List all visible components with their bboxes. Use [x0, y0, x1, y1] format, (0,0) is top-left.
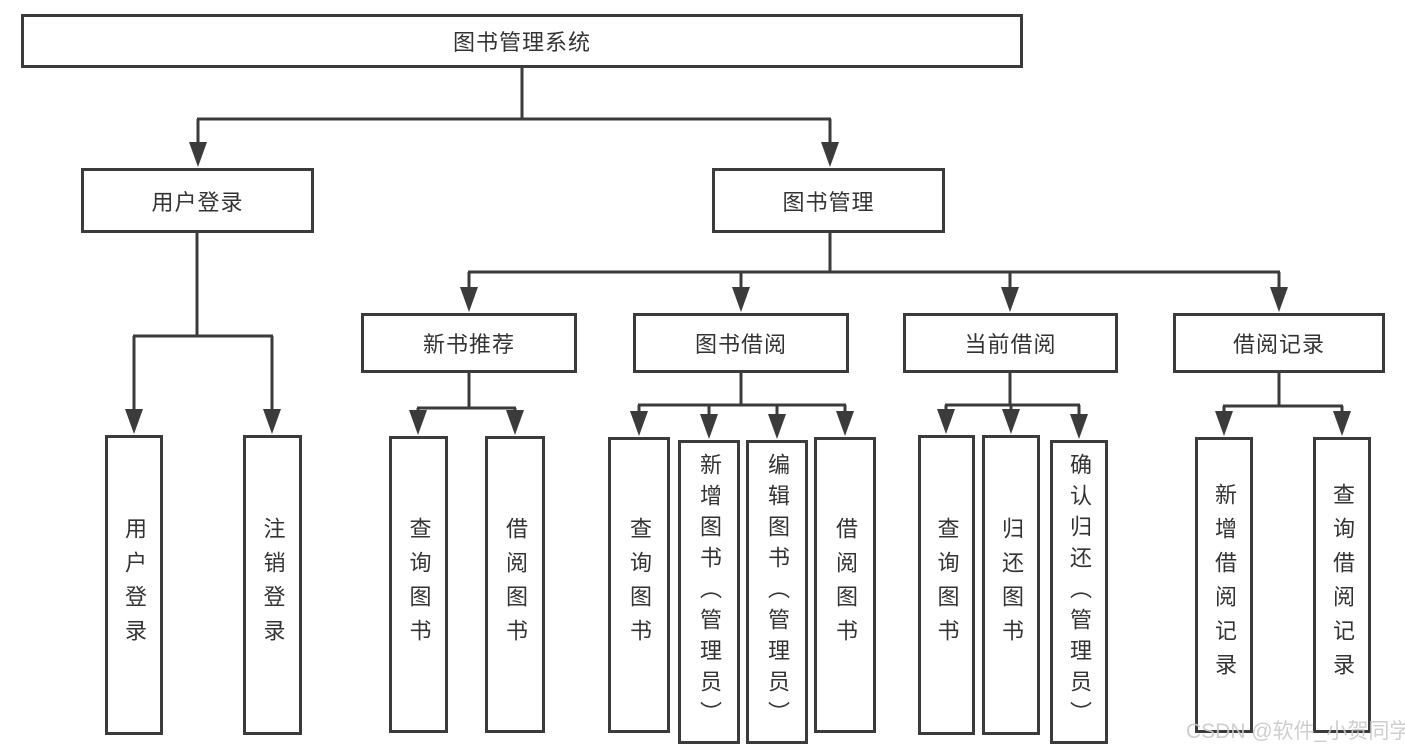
leaf-search-borrow-record: 查询借阅记录 [1313, 437, 1371, 733]
arrowhead [1001, 287, 1019, 312]
leaf-label: 用户登录 [122, 517, 147, 653]
leaf-return-books: 归还图书 [982, 435, 1040, 735]
node-current-borrowing: 当前借阅 [903, 313, 1118, 373]
arrowhead [263, 409, 281, 434]
arrowhead [630, 411, 648, 436]
leaf-label: 归还图书 [999, 517, 1024, 653]
leaf-add-books-admin: 新增图书（管理员） [678, 440, 740, 744]
leaf-label: 新增图书（管理员） [697, 452, 722, 732]
leaf-add-borrow-record: 新增借阅记录 [1195, 437, 1253, 733]
arrowhead [821, 142, 839, 167]
leaf-label: 新增借阅记录 [1212, 483, 1237, 687]
arrowhead [1215, 411, 1233, 436]
leaf-logout: 注销登录 [243, 435, 302, 735]
arrowhead [506, 410, 524, 435]
leaf-label: 查询图书 [934, 517, 960, 653]
leaf-label: 借阅图书 [833, 517, 858, 653]
node-book-borrowing: 图书借阅 [633, 313, 849, 373]
connector-borrowing-records [1222, 373, 1344, 415]
arrowhead [1333, 411, 1351, 436]
leaf-edit-books-admin: 编辑图书（管理员） [746, 440, 808, 744]
arrowhead [125, 409, 143, 434]
arrowhead [409, 410, 427, 435]
leaf-borrow-books: 借阅图书 [814, 437, 876, 733]
connector-book-management [467, 233, 1281, 292]
leaf-label: 查询借阅记录 [1330, 483, 1355, 687]
node-book-management: 图书管理 [712, 168, 945, 233]
leaf-borrow-books-recommend: 借阅图书 [485, 436, 545, 733]
arrowhead [700, 414, 718, 439]
arrowhead [1270, 287, 1288, 312]
leaf-label: 查询图书 [627, 517, 652, 653]
arrowhead [1070, 414, 1088, 439]
arrowhead [768, 414, 786, 439]
leaf-search-books-current: 查询图书 [918, 435, 975, 735]
connector-new-book [416, 373, 517, 415]
arrowhead [189, 142, 207, 167]
leaf-search-books-recommend: 查询图书 [389, 436, 448, 733]
arrowhead [1002, 409, 1020, 434]
node-library-management-system: 图书管理系统 [21, 14, 1023, 68]
leaf-user-login: 用户登录 [105, 435, 163, 735]
connector-user-login [132, 233, 274, 413]
arrowhead [460, 287, 478, 312]
csdn-watermark: CSDN @软件_小贺同学 [1186, 720, 1405, 743]
leaf-label: 查询图书 [406, 516, 432, 653]
node-borrowing-records: 借阅记录 [1173, 313, 1385, 373]
node-new-book-recommendation: 新书推荐 [361, 313, 577, 373]
arrowhead [732, 287, 750, 312]
arrowhead [937, 409, 955, 434]
leaf-label: 借阅图书 [503, 516, 528, 653]
connector-root-to-level2 [196, 68, 832, 147]
connector-book-borrowing [637, 373, 847, 418]
leaf-label: 确认归还（管理员） [1067, 452, 1092, 732]
leaf-label: 编辑图书（管理员） [765, 452, 790, 732]
node-user-login: 用户登录 [81, 168, 314, 233]
leaf-label: 注销登录 [260, 517, 286, 653]
leaf-search-books-borrowing: 查询图书 [608, 437, 670, 733]
arrowhead [836, 411, 854, 436]
leaf-confirm-return-admin: 确认归还（管理员） [1050, 440, 1108, 744]
